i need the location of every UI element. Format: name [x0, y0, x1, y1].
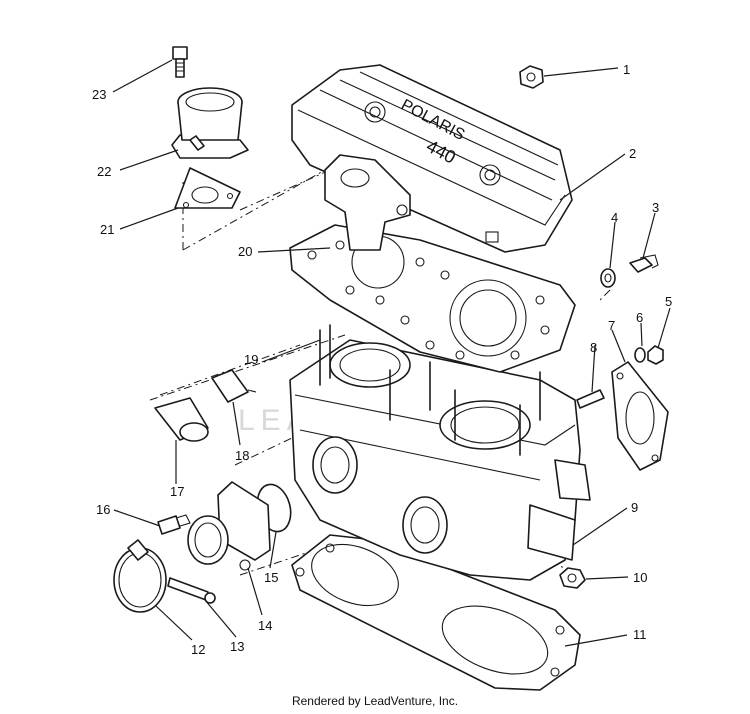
callout-21: 21 [100, 222, 114, 237]
bolt-16 [157, 514, 191, 535]
nut-1 [519, 65, 544, 89]
bolt-3 [629, 254, 659, 273]
callout-numbers: 1 2 3 4 5 6 7 8 9 10 11 12 13 14 15 16 1… [92, 62, 672, 657]
cylinder-block [289, 324, 591, 581]
stud-8 [576, 389, 605, 409]
intake-adapter [187, 481, 271, 571]
base-gasket [291, 534, 581, 691]
callout-9: 9 [631, 500, 638, 515]
callout-14: 14 [258, 618, 272, 633]
render-credit: Rendered by LeadVenture, Inc. [291, 694, 459, 708]
callout-11: 11 [633, 627, 647, 642]
callout-22: 22 [97, 164, 111, 179]
head-gasket [289, 224, 576, 373]
callout-5: 5 [665, 294, 672, 309]
callout-13: 13 [230, 639, 244, 654]
callout-4: 4 [611, 210, 618, 225]
callout-15: 15 [264, 570, 278, 585]
callout-2: 2 [629, 146, 636, 161]
callout-23: 23 [92, 87, 106, 102]
callout-1: 1 [623, 62, 630, 77]
callout-16: 16 [96, 502, 110, 517]
callout-10: 10 [633, 570, 647, 585]
callout-8: 8 [590, 340, 597, 355]
head-cover: POLARIS 440 [291, 64, 573, 253]
leader-lines [112, 59, 671, 647]
screw-13 [167, 577, 216, 604]
callout-20: 20 [238, 244, 252, 259]
washer-6 [634, 347, 646, 363]
nut-5 [647, 345, 664, 365]
callout-17: 17 [170, 484, 184, 499]
callout-12: 12 [191, 642, 205, 657]
water-outlet [171, 87, 249, 159]
callout-18: 18 [235, 448, 249, 463]
hose-clamp [113, 539, 167, 613]
plug-17 [154, 397, 209, 442]
callout-7: 7 [608, 318, 615, 333]
callout-19: 19 [244, 352, 258, 367]
bolt-23 [172, 46, 188, 78]
washer-4 [600, 268, 616, 288]
sensor-18 [211, 369, 257, 403]
outlet-gasket [174, 167, 241, 209]
exhaust-gasket [611, 361, 669, 471]
callout-6: 6 [636, 310, 643, 325]
thermostat-housing [324, 154, 411, 251]
nut-10 [559, 567, 586, 589]
callout-3: 3 [652, 200, 659, 215]
